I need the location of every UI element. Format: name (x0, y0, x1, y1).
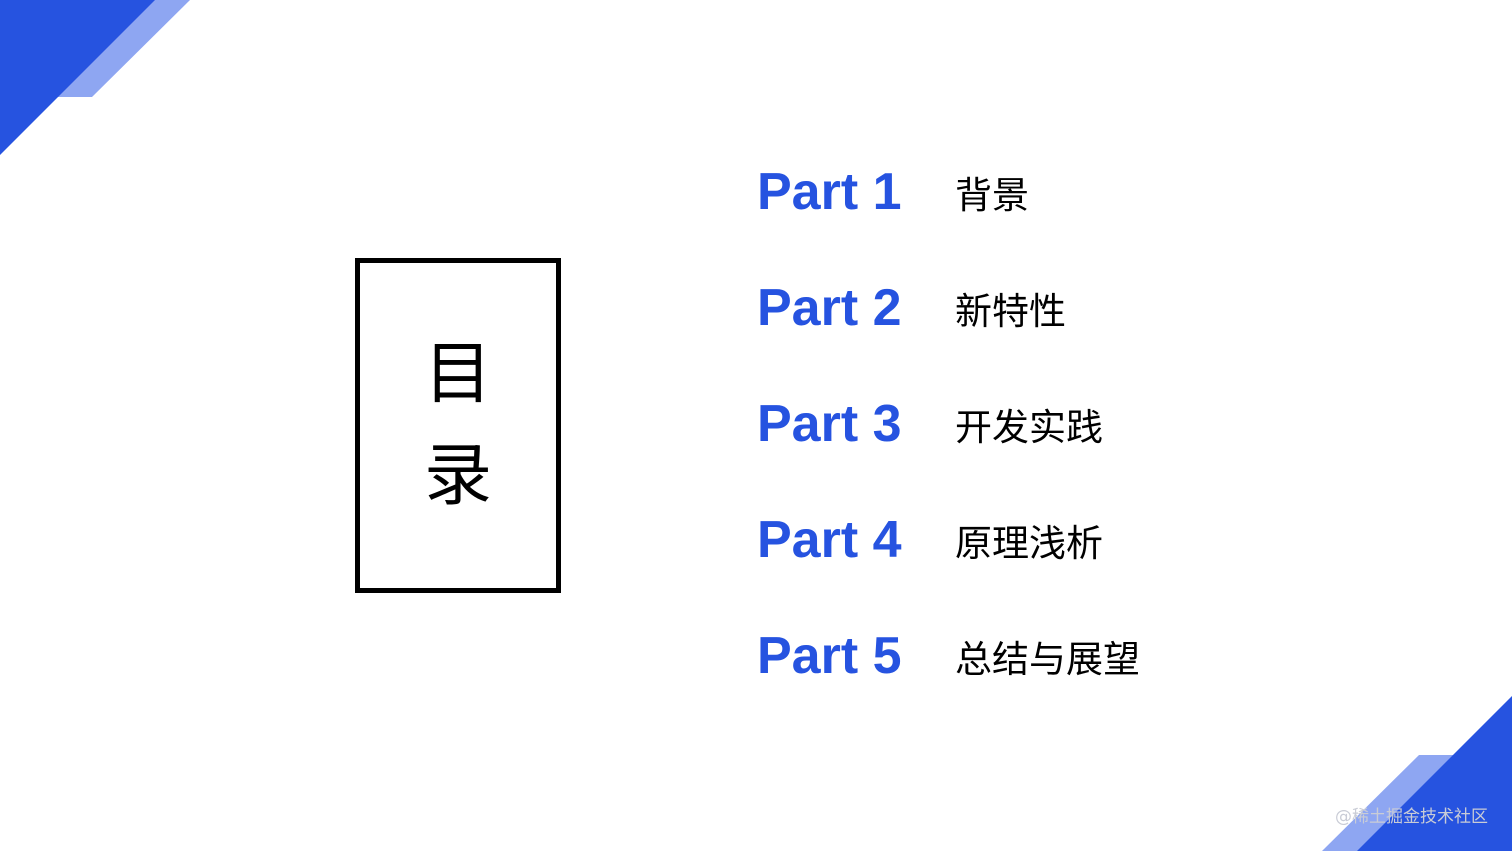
toc-title-box: 目 录 (355, 258, 561, 593)
watermark: @稀土掘金技术社区 (1335, 807, 1488, 827)
toc-title-char-2: 录 (423, 436, 492, 516)
bottom-right-dark-triangle (1357, 696, 1512, 851)
part-title: 原理浅析 (955, 522, 1103, 565)
part-item-4: Part 4 原理浅析 (757, 510, 1357, 570)
bottom-right-light-stripe (1322, 755, 1454, 851)
part-label: Part 3 (757, 395, 902, 453)
part-label: Part 2 (757, 279, 902, 337)
part-title: 背景 (955, 174, 1029, 217)
top-left-light-stripe (55, 0, 190, 97)
part-label: Part 1 (757, 163, 902, 221)
part-title: 开发实践 (955, 406, 1103, 449)
part-label: Part 5 (757, 627, 902, 685)
part-item-5: Part 5 总结与展望 (757, 626, 1357, 686)
top-left-dark-triangle (0, 0, 155, 155)
part-item-3: Part 3 开发实践 (757, 394, 1357, 454)
part-item-1: Part 1 背景 (757, 162, 1357, 222)
part-list: Part 1 背景 Part 2 新特性 Part 3 开发实践 Part 4 … (757, 162, 1357, 742)
part-title: 新特性 (955, 290, 1066, 333)
toc-title-char-1: 目 (423, 334, 492, 414)
part-label: Part 4 (757, 511, 902, 569)
part-item-2: Part 2 新特性 (757, 278, 1357, 338)
part-title: 总结与展望 (955, 638, 1140, 681)
